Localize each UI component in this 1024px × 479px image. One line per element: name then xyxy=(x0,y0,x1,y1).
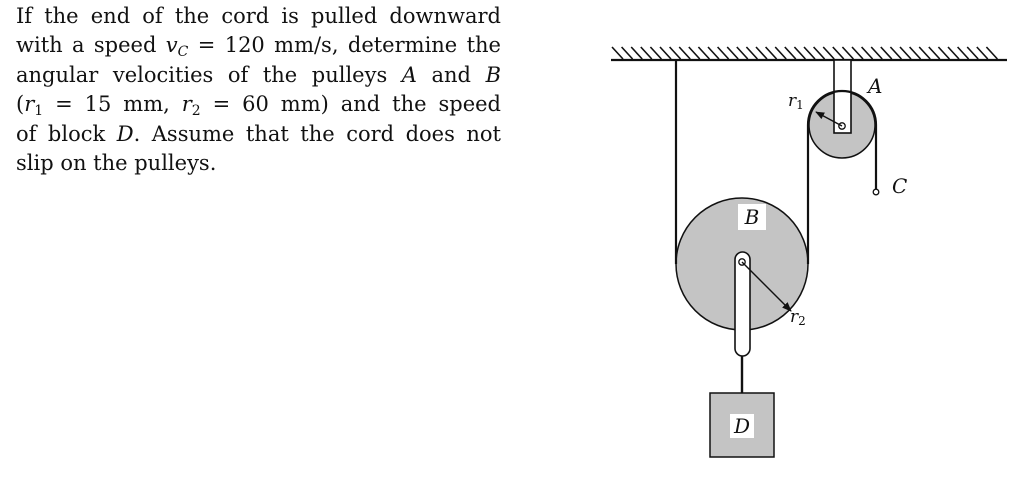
hatch-mark xyxy=(697,46,710,60)
hatch-mark xyxy=(966,46,979,60)
ceiling xyxy=(611,46,1007,62)
problem-line-3: angular velocities of the pulleys A and … xyxy=(16,62,501,87)
block-d-label-box xyxy=(730,414,754,438)
hatch-mark xyxy=(736,46,749,60)
hatch-mark xyxy=(841,46,854,60)
radius-r1-arrow xyxy=(815,111,843,127)
hatch-mark xyxy=(832,46,845,60)
cords xyxy=(674,60,878,264)
hatch-mark xyxy=(755,46,768,60)
pulley-a-bracket xyxy=(833,59,852,134)
problem-line-4: (r1 = 15 mm, r2 = 60 mm) and the speed xyxy=(16,92,501,120)
hatch-mark xyxy=(889,46,902,60)
hatch-mark xyxy=(659,46,672,60)
hatch-mark xyxy=(813,46,826,60)
hatch-mark xyxy=(774,46,787,60)
hatch-mark xyxy=(899,46,912,60)
hatch-mark xyxy=(851,46,864,60)
hatch-mark xyxy=(707,46,720,60)
label-r2: r2 xyxy=(790,307,806,328)
hatch-mark xyxy=(630,46,643,60)
hatch-mark xyxy=(649,46,662,60)
hatch-mark xyxy=(717,46,730,60)
label-d: D xyxy=(733,414,750,438)
hatch-mark xyxy=(803,46,816,60)
problem-line-5: of block D. Assume that the cord does no… xyxy=(16,121,501,146)
hatch-mark xyxy=(909,46,922,60)
hatch-mark xyxy=(918,46,931,60)
label-r1: r1 xyxy=(788,91,804,112)
hatch-mark xyxy=(669,46,682,60)
hatch-mark xyxy=(870,46,883,60)
label-a: A xyxy=(866,74,882,98)
hatch-mark xyxy=(880,46,893,60)
hatch-mark xyxy=(784,46,797,60)
problem-line-6: slip on the pulleys. xyxy=(16,151,217,176)
hatch-mark xyxy=(947,46,960,60)
hatch-mark xyxy=(745,46,758,60)
pulley-b-label-box xyxy=(738,204,766,230)
hatch-mark xyxy=(985,46,998,60)
hatch-mark xyxy=(688,46,701,60)
hatch-mark xyxy=(726,46,739,60)
hatch-mark xyxy=(861,46,874,60)
hatch-mark xyxy=(621,46,634,60)
velocity-symbol: v xyxy=(165,33,178,58)
cord-wrap-a xyxy=(806,89,878,126)
label-b: B xyxy=(744,205,760,229)
hatch-mark xyxy=(640,46,653,60)
problem-line-1: If the end of the cord is pulled downwar… xyxy=(16,4,501,28)
hatch-mark xyxy=(822,46,835,60)
radius-r2-arrow xyxy=(741,261,792,312)
cord-end-c xyxy=(872,188,880,196)
hatch-mark xyxy=(611,46,624,60)
ceiling-hatching xyxy=(611,46,998,60)
hatch-mark xyxy=(976,46,989,60)
hatch-mark xyxy=(957,46,970,60)
hatch-mark xyxy=(678,46,691,60)
hatch-mark xyxy=(765,46,778,60)
problem-line-2: with a speed vC = 120 mm/s, determine th… xyxy=(16,33,501,61)
problem-statement: If the end of the cord is pulled downwar… xyxy=(16,2,501,178)
hatch-mark xyxy=(793,46,806,60)
hatch-mark xyxy=(937,46,950,60)
label-c: C xyxy=(892,174,907,198)
hatch-mark xyxy=(928,46,941,60)
